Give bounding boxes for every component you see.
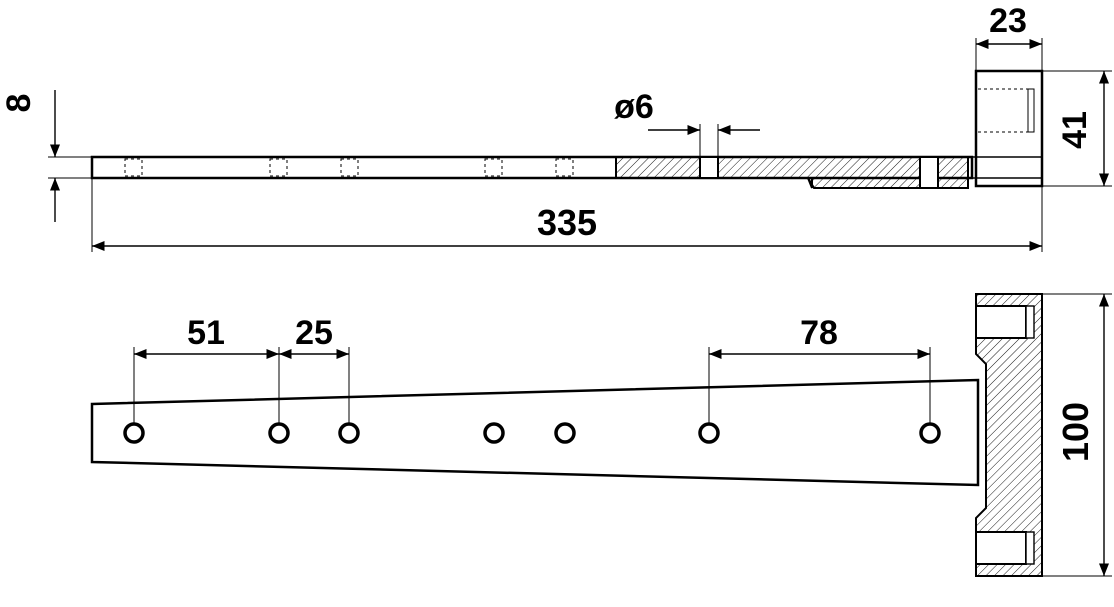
- strap-section-hatch: [615, 156, 701, 179]
- dimension-thickness: 8: [0, 90, 92, 222]
- hole: [919, 422, 941, 444]
- screw-holes: [123, 422, 941, 444]
- dimension-length: 335: [91, 178, 1043, 252]
- strap-section-hatch-3: [937, 156, 969, 189]
- dimension-knuckle-width: 23: [975, 2, 1043, 71]
- dimension-leaf-height: 100: [1042, 293, 1112, 577]
- strap-step: [806, 177, 921, 189]
- strap-top: [90, 378, 980, 487]
- knuckle-height-label: 41: [1056, 111, 1094, 149]
- thickness-label: 8: [0, 94, 38, 113]
- knuckle-recess-top: [975, 305, 1027, 339]
- dimension-spacing-2: 25: [279, 314, 350, 424]
- section-hole: [699, 156, 719, 179]
- spacing-3-label: 78: [800, 314, 838, 352]
- dimension-spacing-3: 78: [708, 314, 931, 424]
- spacing-2-label: 25: [295, 314, 333, 352]
- dimension-knuckle-height: 41: [1042, 70, 1112, 187]
- leaf-height-label: 100: [1055, 402, 1096, 462]
- knuckle-width-label: 23: [989, 2, 1027, 40]
- side-view: 8 335 ø6 23 41: [0, 2, 1112, 252]
- dimension-spacing-1: 51: [133, 314, 280, 424]
- hole: [338, 422, 360, 444]
- hole: [554, 422, 576, 444]
- length-label: 335: [537, 202, 597, 243]
- hole: [483, 422, 505, 444]
- spacing-1-label: 51: [187, 314, 225, 352]
- hole: [698, 422, 720, 444]
- hole: [123, 422, 145, 444]
- section-hole-2: [919, 156, 939, 189]
- hidden-holes: [124, 158, 574, 177]
- hole: [268, 422, 290, 444]
- hole-diameter-label: ø6: [614, 88, 654, 126]
- dimension-hole-diameter: ø6: [614, 88, 760, 157]
- top-view: 51 25 78 100: [90, 293, 1112, 577]
- knuckle-recess-bottom: [975, 531, 1027, 565]
- hinge-leaf: [975, 293, 1043, 577]
